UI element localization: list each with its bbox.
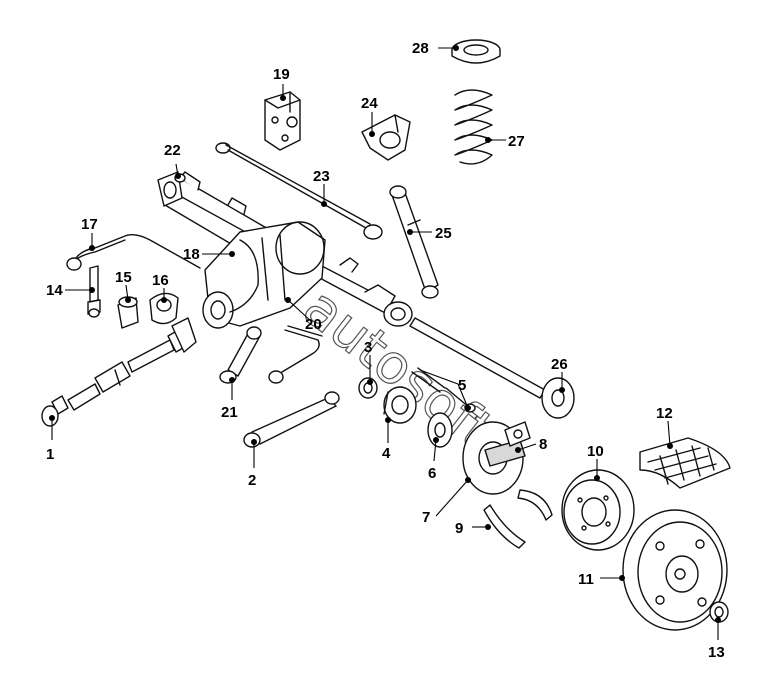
axle-shaft	[409, 317, 575, 419]
callout-9: 9	[455, 520, 463, 537]
bump-stop-bracket	[361, 114, 411, 161]
callout-17: 17	[81, 216, 98, 233]
coil-spring	[454, 89, 493, 165]
callout-labels: 1 2 3 4 5 6 7 8 9 10 11 12 13 14 15 16 1…	[46, 40, 725, 661]
callout-3: 3	[364, 339, 372, 356]
callout-18: 18	[183, 246, 200, 263]
oil-seal	[427, 412, 453, 448]
callout-13: 13	[708, 644, 725, 661]
callout-10: 10	[587, 443, 604, 460]
callout-26: 26	[551, 356, 568, 373]
callout-8: 8	[539, 436, 547, 453]
tire	[639, 437, 731, 489]
differential-carrier	[202, 221, 326, 329]
spring-seat	[451, 39, 501, 64]
bracket	[264, 91, 301, 151]
callout-4: 4	[382, 445, 391, 462]
callout-28: 28	[412, 40, 429, 57]
callout-6: 6	[428, 465, 436, 482]
callout-22: 22	[164, 142, 181, 159]
axle-hub	[383, 386, 417, 424]
callout-2: 2	[248, 472, 256, 489]
callout-23: 23	[313, 168, 330, 185]
wheel-cylinder	[504, 421, 531, 447]
link	[219, 326, 262, 384]
brake-shoes	[483, 489, 553, 549]
lateral-rod	[215, 142, 383, 240]
callout-20: 20	[305, 316, 322, 333]
callout-27: 27	[508, 133, 525, 150]
brake-drum	[561, 469, 635, 551]
callout-1: 1	[46, 446, 54, 463]
callout-21: 21	[221, 404, 238, 421]
callout-11: 11	[578, 571, 594, 588]
callout-15: 15	[115, 269, 132, 286]
wheel-rim	[622, 509, 728, 631]
trailing-arm	[243, 391, 340, 448]
callout-7: 7	[422, 509, 430, 526]
brake-hose	[268, 325, 323, 384]
callout-14: 14	[46, 282, 63, 299]
shock-absorber	[389, 185, 439, 299]
brake-pipe	[66, 233, 201, 271]
bushing-2	[149, 292, 179, 325]
propeller-shaft	[41, 317, 197, 427]
callout-12: 12	[656, 405, 673, 422]
callout-19: 19	[273, 66, 290, 83]
callout-25: 25	[435, 225, 452, 242]
callout-16: 16	[152, 272, 169, 289]
leaders	[49, 45, 721, 640]
callout-5: 5	[458, 377, 466, 394]
callout-24: 24	[361, 95, 378, 112]
